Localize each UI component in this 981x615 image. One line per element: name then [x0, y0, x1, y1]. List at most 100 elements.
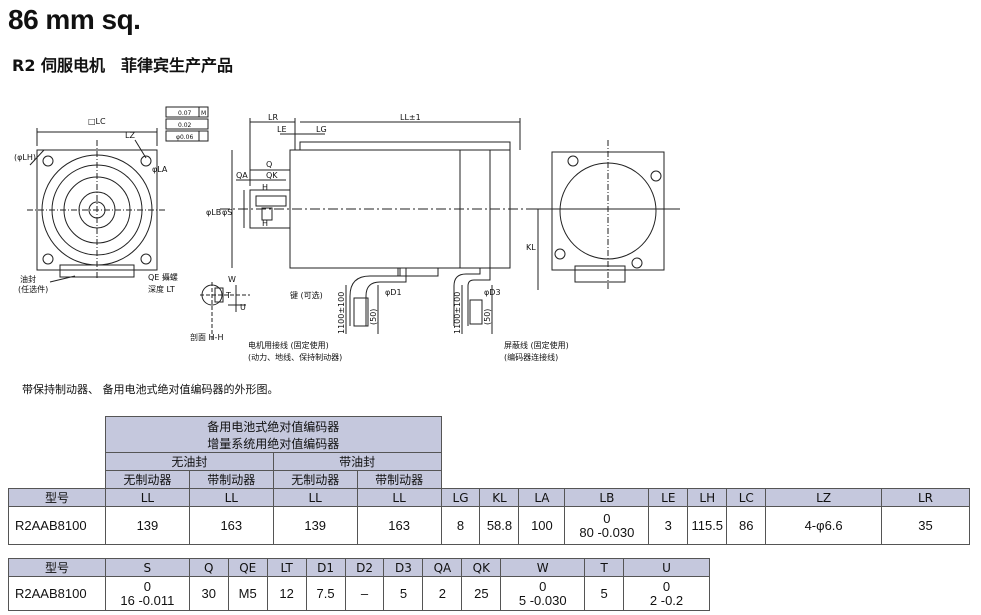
column-header-qa: QA — [422, 558, 463, 577]
column-header-lc: LC — [726, 488, 767, 507]
qa-cell: 2 — [422, 576, 463, 611]
label-t: T — [225, 291, 231, 300]
s-cell: 0 16 -0.011 — [104, 576, 190, 611]
column-header-ll-2: LL — [188, 488, 274, 507]
column-header-d3: D3 — [383, 558, 424, 577]
column-header-lh: LH — [687, 488, 728, 507]
qe-cell: M5 — [227, 576, 268, 611]
dimension-table-1: 备用电池式绝对值编码器 增量系统用绝对值编码器 无油封 带油封 无制动器 带制动… — [8, 416, 970, 545]
kl-cell: 58.8 — [479, 506, 520, 545]
ll-cell-3: 139 — [272, 506, 358, 545]
le-cell: 3 — [648, 506, 689, 545]
label-kl: KL — [526, 243, 536, 252]
label-h-bottom: H — [262, 219, 268, 228]
column-header-lb: LB — [564, 488, 650, 507]
s-lower: 16 -0.011 — [120, 592, 175, 608]
label-s: φS — [222, 208, 232, 217]
column-header-d2: D2 — [344, 558, 385, 577]
label-d1: φD1 — [385, 288, 402, 297]
no-oil-seal-header: 无油封 — [104, 452, 274, 471]
lb-upper: 0 — [603, 510, 611, 526]
w-cell: 0 5 -0.030 — [500, 576, 586, 611]
label-shield-cable-sub: (编码器连接线) — [504, 352, 558, 362]
column-header-ll-4: LL — [356, 488, 442, 507]
with-oil-seal-header: 带油封 — [272, 452, 442, 471]
column-header-qk: QK — [461, 558, 502, 577]
ll-cell-4: 163 — [356, 506, 442, 545]
column-header-ll-1: LL — [104, 488, 190, 507]
label-tol-m: M — [201, 110, 206, 117]
label-qa: QA — [236, 171, 248, 180]
lr-cell: 35 — [881, 506, 970, 545]
label-ll: LL±1 — [400, 113, 421, 122]
column-header-u: U — [623, 558, 710, 577]
t-cell: 5 — [584, 576, 625, 611]
encoder-header-line-1: 备用电池式绝对值编码器 — [207, 419, 340, 434]
label-shield-cable: 屏蔽线 (固定使用) — [504, 340, 569, 350]
label-section: 剖面 H-H — [190, 332, 223, 342]
label-lr: LR — [268, 113, 278, 122]
column-header-lt: LT — [266, 558, 307, 577]
u-lower: 2 -0.2 — [649, 592, 684, 608]
lb-lower: 80 -0.030 — [579, 524, 635, 540]
column-header-q: Q — [188, 558, 229, 577]
brake-header-4: 带制动器 — [356, 470, 442, 489]
column-header-model: 型号 — [8, 488, 106, 507]
lb-cell: 0 80 -0.030 — [564, 506, 650, 545]
label-motor-cable: 电机用接线 (固定使用) — [248, 340, 329, 350]
column-header-le: LE — [648, 488, 689, 507]
column-header-s: S — [104, 558, 190, 577]
table-row: R2AAB8100 0 16 -0.011 30 M5 12 7.5 – 5 2… — [8, 576, 710, 611]
label-lg: LG — [316, 125, 327, 134]
q-cell: 30 — [188, 576, 229, 611]
table-row: R2AAB8100 139 163 139 163 8 58.8 100 0 8… — [8, 506, 970, 545]
drawing-note: 带保持制动器、 备用电池式绝对值编码器的外形图。 — [22, 383, 279, 396]
brake-header-2: 带制动器 — [188, 470, 274, 489]
label-le: LE — [277, 125, 287, 134]
label-p50a: (50) — [369, 309, 378, 325]
w-upper: 0 — [539, 578, 547, 594]
d2-cell: – — [344, 576, 385, 611]
encoder-header-line-2: 增量系统用绝对值编码器 — [207, 436, 340, 451]
u-cell: 0 2 -0.2 — [623, 576, 710, 611]
u-upper: 0 — [662, 578, 671, 594]
label-qk: QK — [266, 171, 278, 180]
label-depth: 深度 LT — [148, 284, 175, 294]
model-cell-2: R2AAB8100 — [8, 576, 106, 611]
column-header-lg: LG — [440, 488, 481, 507]
column-header-qe: QE — [227, 558, 268, 577]
lz-cell: 4-φ6.6 — [765, 506, 883, 545]
lt-cell: 12 — [266, 576, 307, 611]
column-header-kl: KL — [479, 488, 520, 507]
label-h-top: H — [262, 183, 268, 192]
label-motor-cable-sub: (动力、地线、保持制动器) — [248, 352, 342, 362]
brake-header-1: 无制动器 — [104, 470, 190, 489]
d3-cell: 5 — [383, 576, 424, 611]
lb-tolerance: 0 80 -0.030 — [579, 510, 635, 540]
label-lb: φLB — [206, 208, 221, 217]
label-qe: QE 攝螺 — [148, 272, 178, 282]
shaft-outline — [249, 189, 291, 229]
label-la: φLA — [152, 165, 168, 174]
label-oil-seal-optional: (任选件) — [18, 284, 48, 294]
label-d3: φD3 — [484, 288, 501, 297]
lh-cell: 115.5 — [687, 506, 728, 545]
column-header-t: T — [584, 558, 625, 577]
label-oil-seal: 油封 — [20, 274, 36, 284]
column-header-lz: LZ — [765, 488, 883, 507]
label-tol3: φ0.06 — [176, 134, 194, 141]
column-header-ll-3: LL — [272, 488, 358, 507]
label-lc: □LC — [88, 117, 106, 126]
lc-cell: 86 — [726, 506, 767, 545]
column-header-lr: LR — [881, 488, 970, 507]
qk-cell: 25 — [461, 576, 502, 611]
page-title: 86 mm sq. — [8, 4, 141, 35]
label-u: U — [240, 303, 246, 312]
label-lz: LZ — [125, 131, 135, 140]
column-header-la: LA — [518, 488, 566, 507]
motor-dimension-drawing: □LC LZ (φLH) φLA 油封 (任选件) QE 攝螺 深度 LT 0.… — [14, 106, 680, 362]
label-p50b: (50) — [483, 309, 492, 325]
label-tol2: 0.02 — [178, 122, 192, 129]
column-header-model-2: 型号 — [8, 558, 106, 577]
w-lower: 5 -0.030 — [518, 592, 567, 608]
